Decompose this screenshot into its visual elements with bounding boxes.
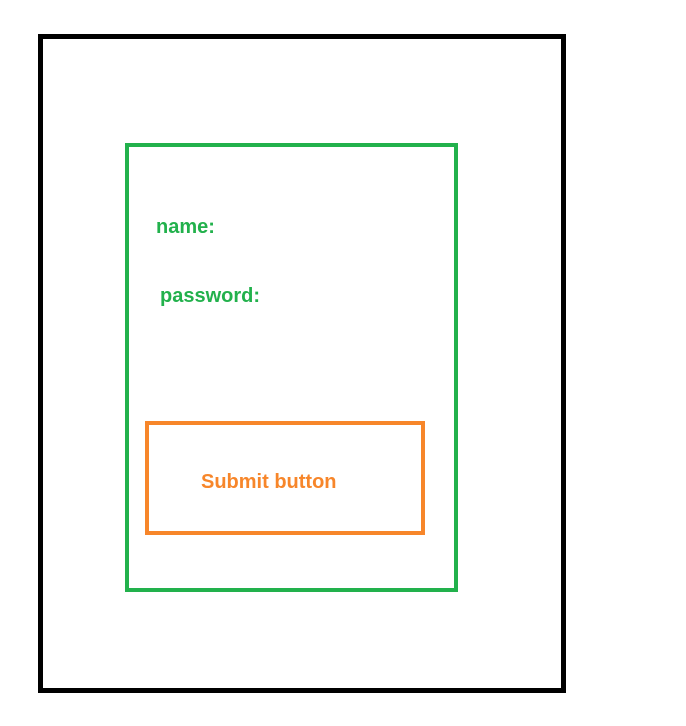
- page-container: [38, 34, 566, 693]
- name-label: name:: [156, 216, 215, 238]
- submit-button[interactable]: [145, 421, 425, 535]
- password-label: password:: [160, 285, 261, 307]
- submit-button-label: Submit button: [201, 471, 337, 493]
- login-form-container: [125, 143, 458, 592]
